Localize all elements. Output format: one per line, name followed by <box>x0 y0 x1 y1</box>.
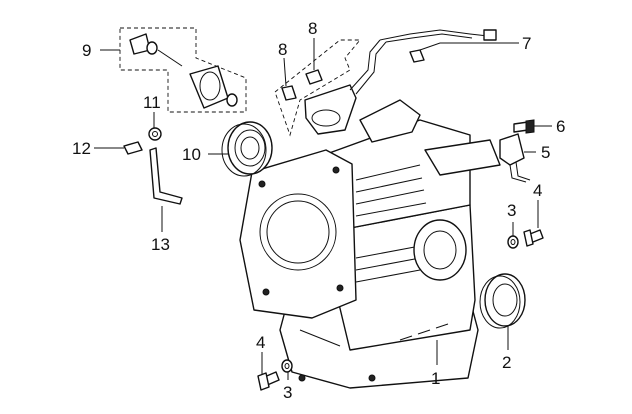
sensor-bolt <box>513 119 535 134</box>
leader-lines <box>94 38 552 380</box>
ball-bearing <box>221 121 273 177</box>
callout-4-lower: 4 <box>256 333 265 352</box>
callout-3-upper: 3 <box>507 201 516 220</box>
callout-2: 2 <box>502 353 511 372</box>
callout-6: 6 <box>556 117 565 136</box>
callout-13: 13 <box>151 235 170 254</box>
callout-11: 11 <box>143 93 161 112</box>
oil-level-sensor <box>499 133 531 183</box>
callout-10: 10 <box>182 145 201 164</box>
breather-assembly <box>274 29 497 137</box>
callout-labels: 1 2 3 3 4 4 5 6 7 8 8 9 10 11 12 13 <box>72 19 565 402</box>
crankcase-body <box>239 99 501 389</box>
washer-lower <box>281 359 293 373</box>
callout-8-left: 8 <box>278 40 287 59</box>
breather-bolt-left <box>281 85 297 101</box>
shaft-washer <box>148 127 162 141</box>
governor-gear-assembly <box>119 27 247 113</box>
governor-shaft <box>149 147 183 205</box>
callout-4-upper: 4 <box>533 181 542 200</box>
retaining-clip <box>123 141 143 155</box>
callout-1: 1 <box>431 369 440 388</box>
drain-bolt-upper <box>523 229 544 247</box>
callout-5: 5 <box>541 143 550 162</box>
callout-8-right: 8 <box>308 19 317 38</box>
callout-3-lower: 3 <box>283 383 292 402</box>
callout-7: 7 <box>522 34 531 53</box>
drain-bolt-lower <box>257 371 280 391</box>
oil-seal <box>479 273 526 329</box>
breather-bolt-right <box>305 69 323 85</box>
washer-upper <box>507 235 519 249</box>
callout-12: 12 <box>72 139 91 158</box>
callout-9: 9 <box>82 41 91 60</box>
